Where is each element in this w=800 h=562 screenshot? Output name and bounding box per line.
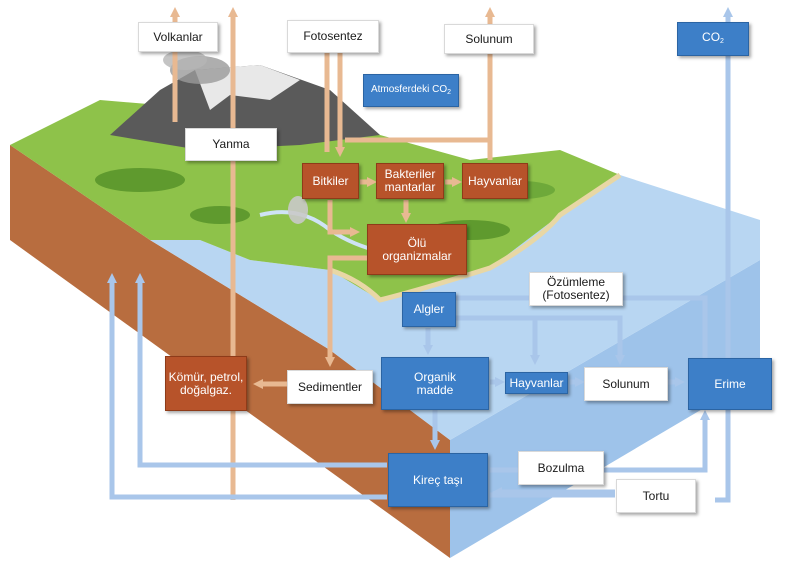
sediment-deposit-label: Tortu xyxy=(616,479,696,513)
ocean-animals-box: Hayvanlar xyxy=(505,372,568,394)
land-surface xyxy=(10,100,620,300)
land-animals-text: Hayvanlar xyxy=(467,173,523,188)
combustion-label: Yanma xyxy=(185,128,277,161)
co2-text: CO2 xyxy=(702,29,724,45)
photosynthesis-top-text: Fotosentez xyxy=(303,29,363,43)
bacteria-fungi-text: Bakteriler mantarlar xyxy=(384,167,436,194)
assimilation-text: Özümleme (Fotosentez) xyxy=(542,275,610,302)
atmospheric-co2-box: Atmosferdeki CO2 xyxy=(363,74,459,107)
combustion-text: Yanma xyxy=(212,137,250,151)
dissolution-text: Erime xyxy=(714,376,746,391)
sediment-deposit-text: Tortu xyxy=(642,488,670,503)
limestone-box: Kireç taşı xyxy=(388,453,488,507)
beach xyxy=(329,172,622,303)
decomposition-label: Bozulma xyxy=(518,451,604,485)
bacteria-fungi-box: Bakteriler mantarlar xyxy=(376,163,444,199)
plants-box: Bitkiler xyxy=(302,163,359,199)
algae-text: Algler xyxy=(413,302,445,316)
limestone-text: Kireç taşı xyxy=(412,472,463,487)
respiration-top-text: Solunum xyxy=(465,31,513,46)
field-patch xyxy=(95,168,185,192)
organic-matter-text: Organik madde xyxy=(413,369,457,397)
respiration-top-label: Solunum xyxy=(444,24,534,54)
algae-box: Algler xyxy=(402,292,456,327)
sediments-text: Sedimentler xyxy=(297,379,363,394)
volcanoes-label: Volkanlar xyxy=(138,22,218,52)
organic-matter-box: Organik madde xyxy=(381,357,489,410)
field-patch xyxy=(190,206,250,224)
dissolution-box: Erime xyxy=(688,358,772,410)
ocean-animals-text: Hayvanlar xyxy=(509,375,564,390)
fossil-fuels-box: Kömür, petrol, doğalgaz. xyxy=(165,356,247,411)
land-animals-box: Hayvanlar xyxy=(462,163,528,199)
dead-organisms-box: Ölü organizmalar xyxy=(367,224,467,275)
fossil-fuels-text: Kömür, petrol, doğalgaz. xyxy=(168,369,244,397)
photosynthesis-top-label: Fotosentez xyxy=(287,20,379,53)
volcano-smoke xyxy=(163,50,207,70)
geyser-smoke xyxy=(288,196,308,224)
volcanoes-text: Volkanlar xyxy=(153,29,203,44)
soil-side xyxy=(10,145,450,558)
assimilation-label: Özümleme (Fotosentez) xyxy=(529,272,623,306)
sediments-label: Sedimentler xyxy=(287,370,373,404)
decomposition-text: Bozulma xyxy=(537,460,585,475)
respiration-ocean-text: Solunum xyxy=(602,376,650,391)
plants-text: Bitkiler xyxy=(312,173,349,188)
co2-box: CO2 xyxy=(677,22,749,56)
land-flow-arrows xyxy=(170,7,495,500)
atmospheric-co2-text: Atmosferdeki CO2 xyxy=(370,83,452,96)
dead-organisms-text: Ölü organizmalar xyxy=(382,235,452,263)
respiration-ocean-label: Solunum xyxy=(584,367,668,401)
